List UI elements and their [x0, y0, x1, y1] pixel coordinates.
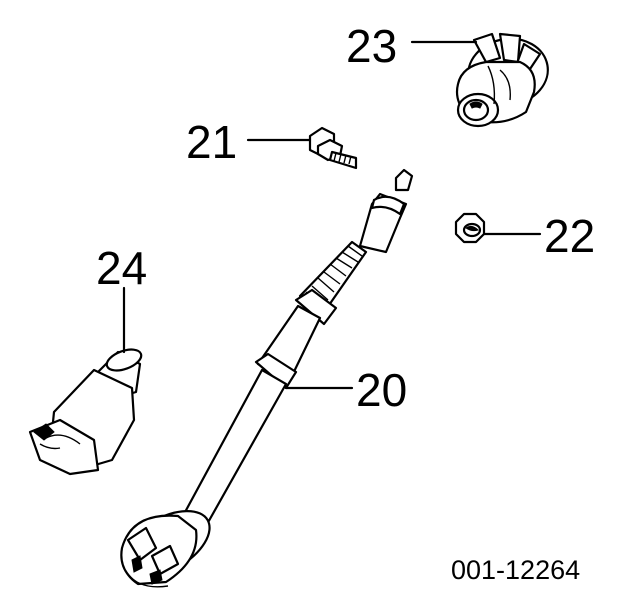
callout-21: 21 — [186, 116, 237, 168]
callout-22: 22 — [544, 210, 595, 262]
part-23-bushing — [455, 32, 549, 128]
callout-20: 20 — [356, 364, 407, 416]
part-24-coupler — [28, 348, 143, 476]
leader-lines — [122, 40, 542, 390]
callout-24: 24 — [96, 242, 147, 294]
part-21-bolt — [308, 126, 358, 170]
part-20-steering-shaft — [120, 168, 414, 588]
part-22-nut — [454, 212, 486, 244]
callout-23: 23 — [346, 20, 397, 72]
diagram-reference-number: 001-12264 — [451, 555, 580, 585]
